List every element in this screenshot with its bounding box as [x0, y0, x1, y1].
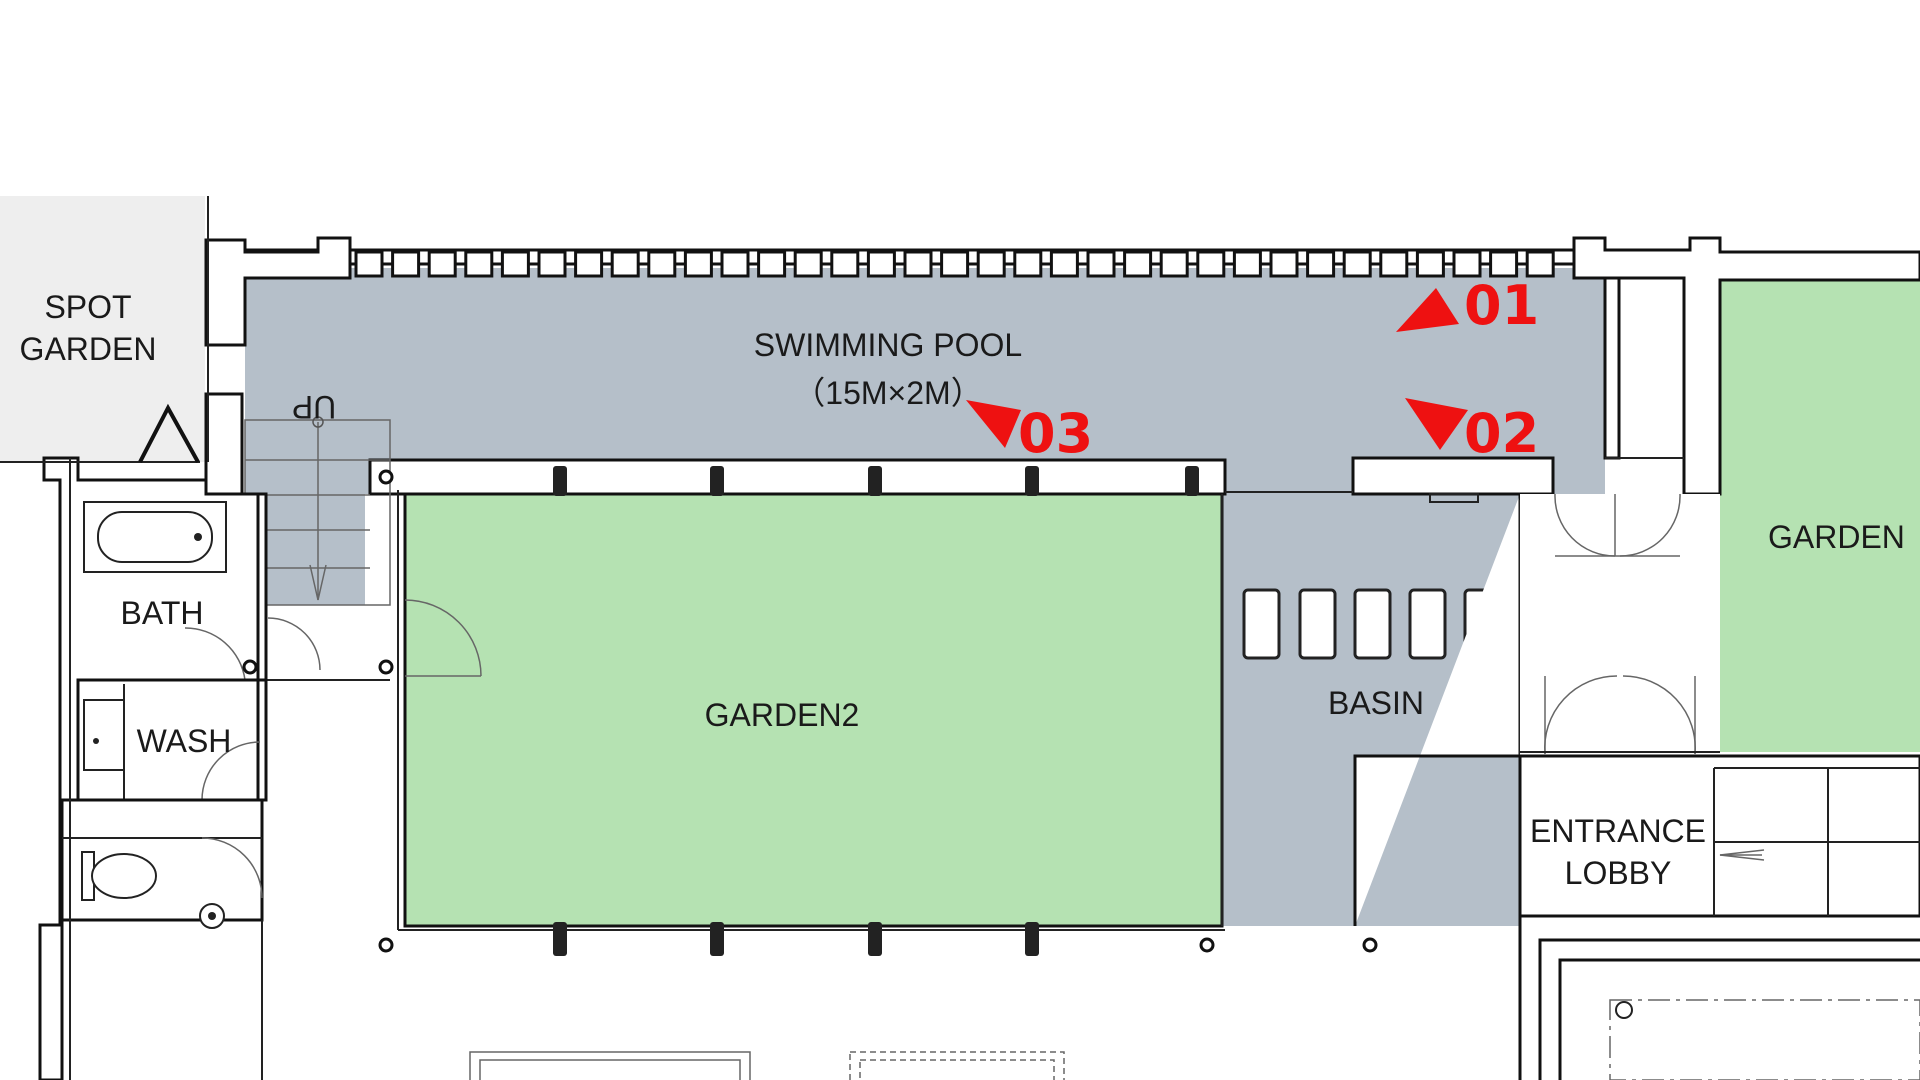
steps-door-swing [267, 617, 321, 671]
pool-south-ledge [368, 458, 1227, 496]
marker-03: 03 [966, 400, 1093, 465]
bath-label: BATH [121, 595, 204, 631]
pool-size-label: （15M×2M） [793, 375, 982, 411]
pool-edge-block [1379, 250, 1409, 278]
garden-label: GARDEN [1768, 519, 1905, 555]
pool-west-pier [204, 236, 352, 347]
bath-door-swing [184, 627, 246, 681]
gate-icon [138, 403, 200, 463]
pool-edge-block [574, 250, 604, 278]
pool-edge-block [391, 250, 421, 278]
pool-edge-block [1013, 250, 1043, 278]
pool-edge-block [1159, 250, 1189, 278]
view-arrow-01-icon [1396, 288, 1459, 332]
entrance-label: ENTRANCE [1530, 813, 1706, 849]
pool-edge-block [647, 250, 677, 278]
pool-edge-block [1415, 250, 1445, 278]
toilet [81, 851, 225, 929]
pool-edge-block [866, 250, 896, 278]
marker-02: 02 [1405, 398, 1539, 465]
furniture-outline [469, 1051, 751, 1080]
view-arrow-02-icon [1405, 398, 1468, 450]
garden2-posts [553, 466, 1199, 956]
pool-edge-block [1269, 250, 1299, 278]
pool-edge-block [1196, 250, 1226, 278]
pool-edge-block [1123, 250, 1153, 278]
swimming-pool-area [245, 268, 1605, 494]
spot-garden-label-1: SPOT [44, 289, 131, 325]
pool-edge-block [720, 250, 750, 278]
spot-garden-label-2: GARDEN [20, 331, 157, 367]
bath-partition [256, 492, 268, 682]
pool-edge-block [464, 250, 494, 278]
pool-edge-block [427, 250, 457, 278]
pool-edge-block [793, 250, 823, 278]
pool-ledge-wall [1351, 456, 1555, 496]
pool-edge-block [1086, 250, 1116, 278]
pool-edge-block [1452, 250, 1482, 278]
pool-edge-block [354, 250, 384, 278]
marker-03-label: 03 [1018, 402, 1093, 465]
garden2-area [405, 494, 1222, 926]
pool-edge-block [537, 250, 567, 278]
garden-area [1720, 280, 1920, 752]
pool-edge-block [940, 250, 970, 278]
bathtub [83, 501, 227, 573]
basin-label: BASIN [1328, 685, 1424, 721]
pool-edge-block [683, 250, 713, 278]
pool-ledge-step [1429, 493, 1479, 503]
marker-01: 01 [1396, 274, 1539, 337]
pool-edge-block [757, 250, 787, 278]
entrance-lobby-wall [1518, 754, 1920, 918]
lobby-label: LOBBY [1565, 855, 1672, 891]
pool-edge-block [610, 250, 640, 278]
pool-east-pier [1572, 236, 1920, 496]
pool-edge-block [1232, 250, 1262, 278]
pool-edge-block [976, 250, 1006, 278]
pool-edge-block [500, 250, 530, 278]
up-label: UP [292, 389, 336, 425]
pool-edge-block [1342, 250, 1372, 278]
pool-edge-block [903, 250, 933, 278]
pool-edge-block [1525, 250, 1555, 278]
marker-01-label: 01 [1464, 274, 1539, 337]
pool-edge-block [1306, 250, 1336, 278]
pool-west-pier-lower [204, 392, 244, 496]
corridor-doors [1544, 493, 1696, 755]
wash-label: WASH [137, 723, 232, 759]
swimming-pool-label: SWIMMING POOL [754, 327, 1022, 363]
pool-east-wall [1603, 276, 1621, 460]
view-arrow-03-icon [966, 400, 1021, 448]
pool-edge-block [830, 250, 860, 278]
garden2-label: GARDEN2 [705, 697, 860, 733]
spot-garden-area [0, 196, 205, 462]
pool-edge-blocks [354, 250, 1555, 278]
pool-edge-block [1049, 250, 1079, 278]
garden2-door-swing [404, 599, 482, 677]
marker-02-label: 02 [1464, 402, 1539, 465]
pool-edge-block [1489, 250, 1519, 278]
